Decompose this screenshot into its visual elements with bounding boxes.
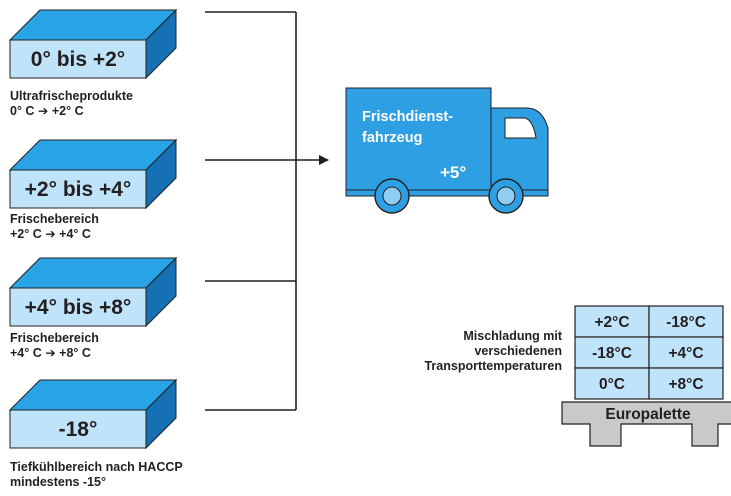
truck-window-icon [504,117,537,139]
pallet-description-line1: Mischladung mit [463,329,562,343]
pallet-description: Mischladung mit verschiedenen Transportt… [340,329,562,377]
caption-range: mindestens -15° [10,475,107,489]
zone-box-label: +4° bis +8° [25,296,132,319]
pallet-cell: +2°C [594,314,629,331]
zone-box-2: +2° bis +4° [8,138,178,210]
caption-range: +2° C ➔ +4° C [10,227,91,241]
zone-caption-2: Frischebereich +2° C ➔ +4° C [10,212,99,242]
pallet-cell: 0°C [599,376,625,393]
truck-label-line2: fahrzeug [362,130,422,146]
zone-box-label: +2° bis +4° [25,178,132,201]
caption-title: Ultrafrischeprodukte [10,89,133,103]
caption-title: Frischebereich [10,212,99,226]
pallet-cell: -18°C [592,345,632,362]
caption-range: 0° C ➔ +2° C [10,104,84,118]
pallet-cell: +4°C [668,345,703,362]
zone-box-label: -18° [59,418,98,441]
pallet-cell: -18°C [666,314,706,331]
zone-caption-1: Ultrafrischeprodukte 0° C ➔ +2° C [10,89,133,119]
truck-cargo-box [345,87,492,191]
truck-label-line1: Frischdienst- [362,109,453,125]
pallet-description-line3: Transporttemperaturen [424,359,562,373]
caption-title: Frischebereich [10,331,99,345]
pallet: +2°C -18°C -18°C +4°C 0°C +8°C Europalet… [561,305,731,447]
connector-lines [205,11,329,411]
zone-box-label: 0° bis +2° [31,48,125,71]
zone-caption-4: Tiefkühlbereich nach HACCP mindestens -1… [10,460,183,490]
zone-box-3: +4° bis +8° [8,256,178,328]
zone-box-1: 0° bis +2° [8,8,178,80]
europalette-label: Europalette [605,406,691,423]
caption-range: +4° C ➔ +8° C [10,346,91,360]
truck: Frischdienst- fahrzeug +5° [345,87,549,214]
pallet-cell: +8°C [668,376,703,393]
pallet-description-line2: verschiedenen [474,344,562,358]
zone-box-4: -18° [8,378,178,450]
truck-chassis [345,189,549,197]
zone-caption-3: Frischebereich +4° C ➔ +8° C [10,331,99,361]
europalette-base [561,401,731,447]
truck-temperature: +5° [440,163,466,182]
caption-title: Tiefkühlbereich nach HACCP [10,460,183,474]
